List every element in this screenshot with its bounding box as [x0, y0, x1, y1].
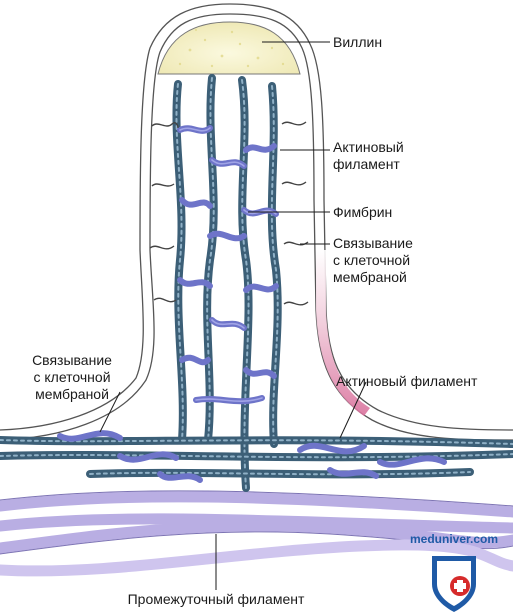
label-actin-filament-line2: филамент	[333, 156, 400, 172]
label-intermediate-filament: Промежуточный филамент	[128, 591, 305, 607]
label-membrane-link-left-line1: Связывание	[32, 352, 112, 368]
label-membrane-link-right-line1: Связывание	[333, 235, 413, 251]
label-membrane-link-left-line2: с клеточной	[33, 369, 110, 385]
label-membrane-link-left-line3: мембраной	[35, 386, 109, 402]
label-actin-filament-line1: Актиновый	[333, 139, 404, 155]
label-villin: Виллин	[333, 34, 382, 50]
label-actin-filament-right: Актиновый филамент	[336, 373, 478, 389]
plasma-membrane	[0, 3, 513, 441]
actin-filament-v1	[172, 80, 187, 444]
label-membrane-link-right-line3: мембраной	[333, 269, 407, 285]
label-membrane-link-right-line2: с клеточной	[333, 252, 410, 268]
intermediate-filaments	[0, 490, 513, 577]
terminal-web-filaments	[0, 436, 513, 479]
actin-filament-v3	[238, 76, 253, 492]
membrane-clips	[149, 121, 309, 306]
actin-filament-v2	[203, 74, 218, 444]
logo-cross-icon	[432, 556, 476, 612]
villin-cap-icon	[157, 21, 301, 75]
label-fimbrin: Фимбрин	[333, 204, 392, 220]
leader-lines	[99, 41, 367, 590]
watermark-text: meduniver.com	[410, 532, 498, 546]
actin-filament-v4	[267, 82, 282, 448]
